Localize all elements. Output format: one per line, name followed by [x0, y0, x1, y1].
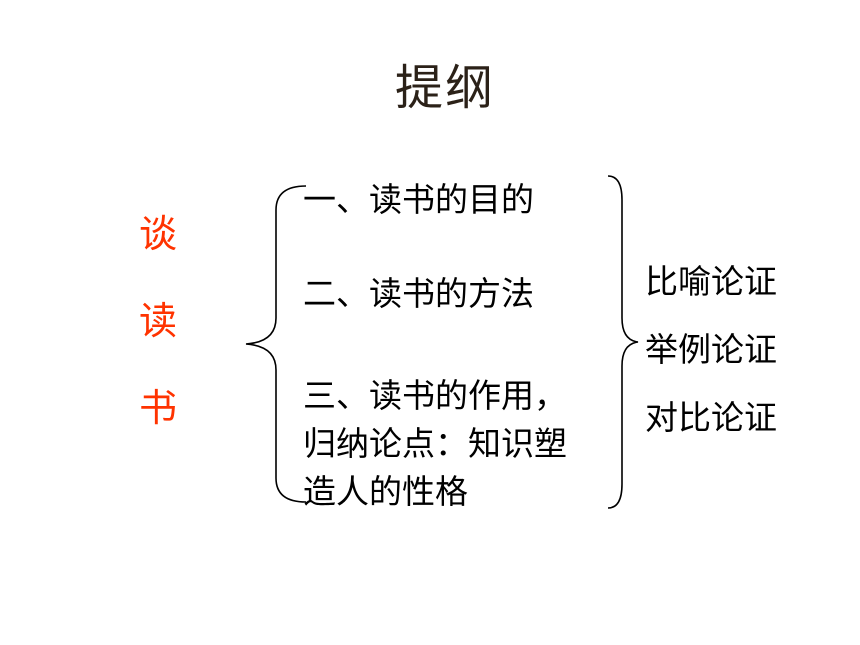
- method-item: 对比论证: [645, 398, 777, 437]
- right-brace-icon: [604, 172, 644, 512]
- argument-methods: 比喻论证 举例论证 对比论证: [645, 258, 805, 442]
- topic-vertical-title: 谈 读 书: [133, 210, 183, 432]
- outline-item: 一、读书的目的: [303, 180, 534, 219]
- left-brace-icon: [240, 180, 310, 510]
- topic-char: 谈: [138, 212, 177, 256]
- outline-item: 三、读书的作用， 归纳论点：知识塑 造人的性格: [303, 376, 567, 511]
- method-item: 举例论证: [645, 330, 777, 369]
- slide-title: 提纲: [395, 60, 496, 116]
- topic-char: 书: [138, 386, 177, 430]
- outline-item: 二、读书的方法: [303, 274, 534, 313]
- topic-char: 读: [138, 299, 177, 343]
- method-item: 比喻论证: [645, 262, 777, 301]
